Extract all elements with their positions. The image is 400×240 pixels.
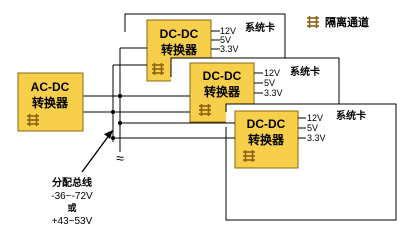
isolation-channel-icon <box>151 62 165 76</box>
junction-dot <box>118 94 122 98</box>
acdc-converter-title: AC-DC <box>31 80 70 94</box>
bus-range-positive: +43~53V <box>52 216 93 227</box>
junction-dot <box>111 110 115 114</box>
dcdc-converter-3-subtitle: 转换器 <box>248 132 285 147</box>
distribution-bus-wiring <box>83 47 235 152</box>
output-label-12v: 12V <box>264 68 280 78</box>
bus-or-label: 或 <box>67 202 76 213</box>
bus-label-group: 分配总线 -36~-72V 或 +43~53V <box>51 130 113 227</box>
system-card-1-label: 系统卡 <box>245 21 275 34</box>
dcdc-converter-3-title: DC-DC <box>247 117 286 131</box>
acdc-converter-subtitle: 转换器 <box>32 95 69 110</box>
dcdc-converter-2-subtitle: 转换器 <box>204 84 241 99</box>
isolation-channel-icon <box>198 103 212 117</box>
system-card-2-label: 系统卡 <box>290 65 320 78</box>
output-label-12v: 12V <box>220 26 236 36</box>
dcdc-converter-1-title: DC-DC <box>160 27 199 41</box>
system-card-3: DC-DC 转换器 12V 5V 3.3V 系统卡 <box>225 103 397 224</box>
bus-pointer-arrow <box>81 133 111 173</box>
output-label-3v3: 3.3V <box>264 88 283 98</box>
output-label-3v3: 3.3V <box>220 44 239 54</box>
junction-dot <box>118 121 122 125</box>
bus-junctions <box>111 94 122 140</box>
dcdc-converter-1-subtitle: 转换器 <box>161 42 198 57</box>
acdc-converter: AC-DC 转换器 <box>17 72 84 132</box>
output-label-5v: 5V <box>307 123 318 133</box>
isolation-channel-icon <box>306 15 320 29</box>
isolation-channel-icon <box>26 113 40 127</box>
system-card-3-outline <box>225 103 397 221</box>
system-card-1-outline <box>124 13 286 92</box>
output-label-12v: 12V <box>307 113 323 123</box>
arrow-head-icon <box>104 130 113 139</box>
output-label-5v: 5V <box>264 78 275 88</box>
bus-label: 分配总线 <box>52 176 92 189</box>
legend-label: 隔离通道 <box>325 15 369 29</box>
isolation-channel-icon <box>242 149 256 163</box>
output-label-3v3: 3.3V <box>307 133 326 143</box>
junction-dot <box>111 136 115 140</box>
ripple-symbol: ≈ <box>116 150 124 166</box>
legend: 隔离通道 <box>306 15 369 29</box>
output-label-5v: 5V <box>220 35 231 45</box>
dcdc-converter-2-title: DC-DC <box>203 69 242 83</box>
bus-range-negative: -36~-72V <box>51 191 93 202</box>
system-card-3-label: 系统卡 <box>336 109 366 122</box>
